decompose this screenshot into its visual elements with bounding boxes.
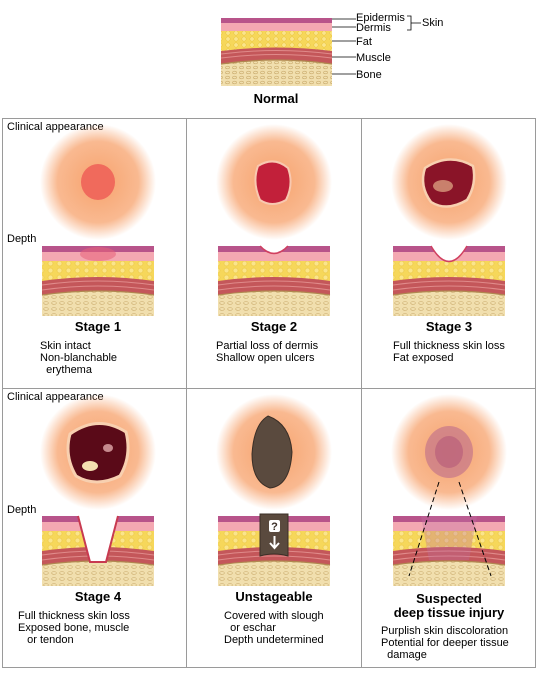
stage-3-illustration: [391, 124, 507, 316]
description-line: or eschar: [224, 622, 276, 634]
legend-bone: Bone: [356, 69, 382, 81]
wound-surface: [81, 164, 115, 200]
deep-tissue-injury-illustration: [391, 394, 507, 586]
depth-cross-section: [217, 245, 331, 316]
stage-2-title: Stage 2: [250, 319, 298, 334]
normal-title: Normal: [253, 91, 299, 106]
row1-depth-label: Depth: [7, 233, 37, 245]
stage-2-illustration: [216, 124, 332, 316]
legend-fat: Fat: [356, 36, 372, 48]
unstageable-illustration: ?: [216, 394, 332, 586]
depth-cross-section: [41, 515, 155, 586]
description-line: Skin intact: [40, 340, 91, 352]
wound-surface: [251, 415, 293, 489]
description-line: Full thickness skin loss: [18, 610, 130, 622]
description-line: Covered with slough: [224, 610, 324, 622]
wound-surface: [254, 160, 292, 205]
wound-surface: [66, 422, 130, 484]
description-line: or tendon: [18, 634, 74, 646]
normal-cross-section: [220, 18, 333, 86]
description-line: Full thickness skin loss: [393, 340, 505, 352]
stage-3-title: Stage 3: [425, 319, 473, 334]
description-line: Non-blanchable: [40, 352, 118, 364]
grid-divider-2: [361, 118, 362, 668]
description-line: damage: [381, 649, 427, 661]
depth-cross-section: [392, 245, 506, 316]
description-line: Purplish skin discoloration: [381, 625, 509, 637]
description-line: Exposed bone, muscle: [18, 622, 130, 634]
stage-4-title: Stage 4: [74, 589, 122, 604]
description-line: Shallow open ulcers: [216, 352, 315, 364]
legend-dermis: Dermis: [356, 22, 391, 34]
row2-depth-label: Depth: [7, 504, 37, 516]
stage-1-title: Stage 1: [74, 319, 122, 334]
unstageable-title: Unstageable: [235, 589, 313, 604]
title-line: Suspected: [416, 591, 482, 606]
stage-1-illustration: [40, 124, 156, 316]
description-line: erythema: [40, 364, 92, 376]
depth-cross-section: [41, 246, 155, 316]
description-line: Partial loss of dermis: [216, 340, 319, 352]
depth-cross-section: ?: [217, 513, 331, 586]
legend-muscle: Muscle: [356, 52, 391, 64]
depth-cross-section: [392, 516, 506, 586]
legend-leader-lines: [332, 15, 421, 75]
description-line: Fat exposed: [393, 352, 454, 364]
legend-skin: Skin: [422, 17, 444, 29]
legend-epidermis: Epidermis: [356, 12, 405, 24]
description-line: Depth undetermined: [224, 634, 324, 646]
unknown-depth-marker: ?: [271, 521, 278, 533]
stage-4-illustration: [40, 394, 156, 586]
grid-row-divider: [2, 388, 536, 389]
stages-grid: [2, 118, 536, 668]
title-line: deep tissue injury: [393, 605, 505, 620]
description-line: Potential for deeper tissue: [381, 637, 509, 649]
grid-divider-1: [186, 118, 187, 668]
normal-skin-diagram: [220, 15, 421, 86]
